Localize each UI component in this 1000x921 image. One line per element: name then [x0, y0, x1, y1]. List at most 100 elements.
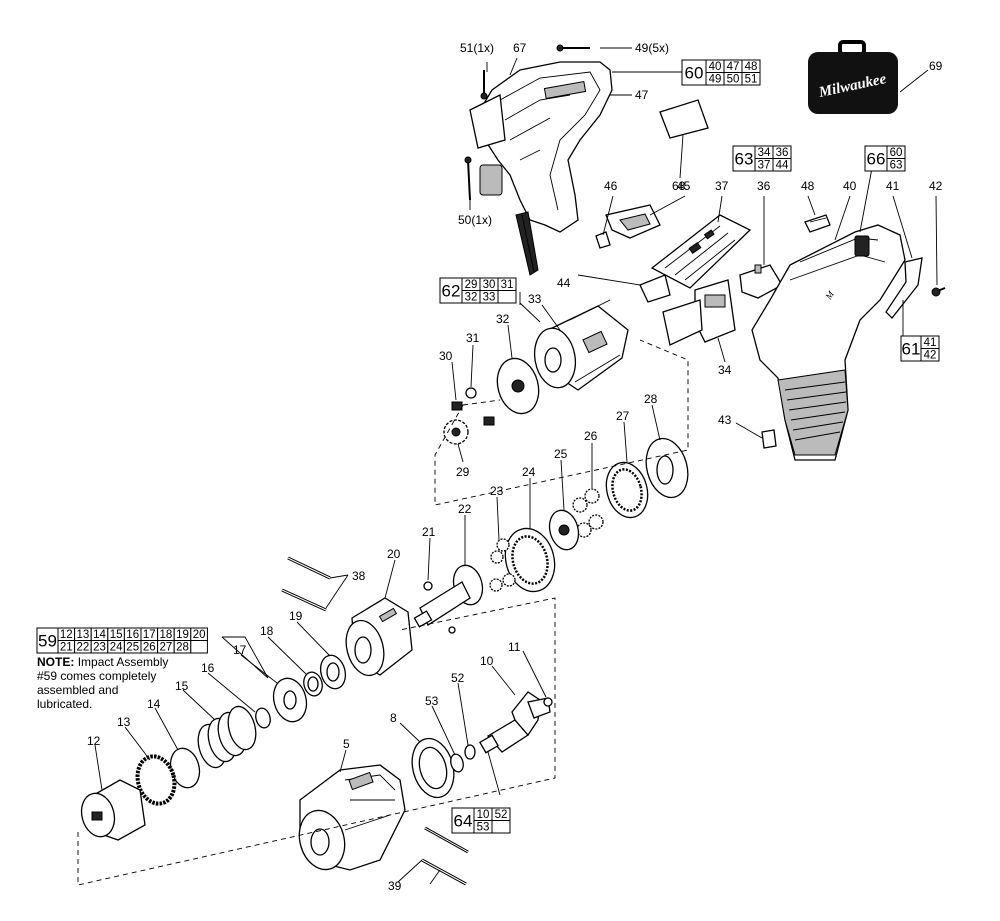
seal-8-part [411, 737, 455, 799]
kit-59-part-21: 21 [60, 642, 73, 654]
motor-plate-part [496, 357, 540, 415]
part-label-43: 43 [718, 413, 732, 427]
kit-59-part-17: 17 [143, 629, 156, 641]
note-line-3: assembled and [37, 683, 118, 697]
kit-60-part-48: 48 [745, 61, 758, 73]
part-label-40: 40 [843, 179, 857, 193]
part-label-26: 26 [584, 429, 598, 443]
kit-59-part-26: 26 [143, 642, 156, 654]
kit-59-part-19: 19 [176, 629, 189, 641]
clip-43-part [761, 429, 777, 449]
kit-59-leader [222, 636, 269, 679]
part-label-18: 18 [260, 624, 274, 638]
kit-61-part-41: 41 [924, 337, 937, 349]
part-label-69: 69 [929, 59, 943, 73]
part-label-45: 45 [677, 179, 691, 193]
washer-52-part [464, 744, 476, 760]
kit-63-part-34: 34 [758, 147, 771, 159]
ring-16-part [255, 707, 271, 729]
part-label-46: 46 [604, 179, 618, 193]
part-label-53: 53 [425, 694, 439, 708]
kit-59-part-22: 22 [77, 642, 90, 654]
anvil-12-part [80, 779, 146, 841]
switch-parts [595, 204, 661, 249]
part-number-labels: 51(1x) 67 49(5x) 47 50(1x) 68 46 45 37 3… [87, 41, 943, 893]
note-line-2: #59 comes completely [37, 669, 156, 683]
pcb-part [639, 214, 752, 303]
part-label-20: 20 [387, 547, 401, 561]
kit-59-part-13: 13 [77, 629, 90, 641]
kit-66-part-63: 63 [890, 160, 903, 172]
part-label-15: 15 [175, 679, 189, 693]
part-label-32: 32 [496, 312, 510, 326]
part-label-30: 30 [439, 349, 453, 363]
connector-48-part [804, 214, 831, 233]
kit-part-cell [920, 348, 940, 362]
kit-part-cell [886, 158, 906, 172]
part-label-31: 31 [466, 331, 480, 345]
part-label-42: 42 [929, 179, 943, 193]
trigger-switch-part [662, 279, 736, 346]
kit-63-part-44: 44 [776, 160, 789, 172]
kit-id-59: 59 [38, 632, 57, 651]
tool-case-part: Milwaukee [808, 40, 898, 114]
carrier-25-part [548, 509, 580, 551]
washer-19-part [319, 654, 347, 690]
kit-60-part-49: 49 [709, 74, 722, 86]
kit-64-part-52: 52 [495, 809, 508, 821]
ball-21b-part [448, 626, 456, 634]
part-label-8: 8 [390, 711, 397, 725]
svg-text:NOTE: Impact Assembly: NOTE: Impact Assembly [37, 655, 168, 669]
kit-66-part-60: 60 [890, 147, 903, 159]
part-label-22: 22 [458, 502, 472, 516]
kit-id-66: 66 [867, 150, 886, 169]
motor-part [533, 299, 629, 391]
kit-59-part-16: 16 [126, 629, 139, 641]
washer-28-part [645, 437, 689, 499]
part-label-51: 51(1x) [460, 41, 494, 55]
kit-64-part-53: 53 [477, 822, 490, 834]
kit-part-cell [772, 158, 792, 172]
kit-59-part-23: 23 [93, 642, 106, 654]
kit-part-cell [741, 72, 761, 86]
housing-half-part [469, 61, 613, 276]
part-label-33: 33 [528, 292, 542, 306]
kit-62-part-33: 33 [483, 292, 496, 304]
washer-18-part [303, 671, 323, 697]
part-label-50: 50(1x) [458, 213, 492, 227]
kit-59-part-14: 14 [93, 629, 106, 641]
kit-empty-cell [497, 290, 517, 304]
spring-15-part [197, 705, 257, 769]
right-housing-part: M [751, 224, 906, 461]
kit-62-part-32: 32 [465, 292, 478, 304]
part-label-5: 5 [343, 737, 350, 751]
part-label-14: 14 [147, 697, 161, 711]
kit-63-part-36: 36 [776, 147, 789, 159]
kit-60-part-47: 47 [727, 61, 740, 73]
part-label-68: 68 [672, 179, 686, 193]
kit-id-64: 64 [454, 812, 473, 831]
kit-id-61: 61 [902, 340, 921, 359]
part-label-39: 39 [388, 879, 402, 893]
screw-51-part [480, 70, 488, 100]
kit-64-part-10: 10 [477, 809, 490, 821]
part-label-24: 24 [522, 465, 536, 479]
part-label-67: 67 [513, 41, 527, 55]
ring-gear-24-part [504, 527, 556, 593]
ball-11-part [543, 697, 553, 707]
part-label-37: 37 [715, 179, 729, 193]
pinion-29-part [443, 419, 469, 445]
part-label-44: 44 [557, 276, 571, 290]
part-label-19: 19 [289, 609, 303, 623]
note-line-4: lubricated. [37, 697, 92, 711]
impact-assembly-note: NOTE: Impact Assembly #59 comes complete… [37, 655, 168, 711]
kit-59-part-12: 12 [60, 629, 73, 641]
kit-59-part-27: 27 [160, 642, 173, 654]
kit-63-part-37: 37 [758, 160, 771, 172]
